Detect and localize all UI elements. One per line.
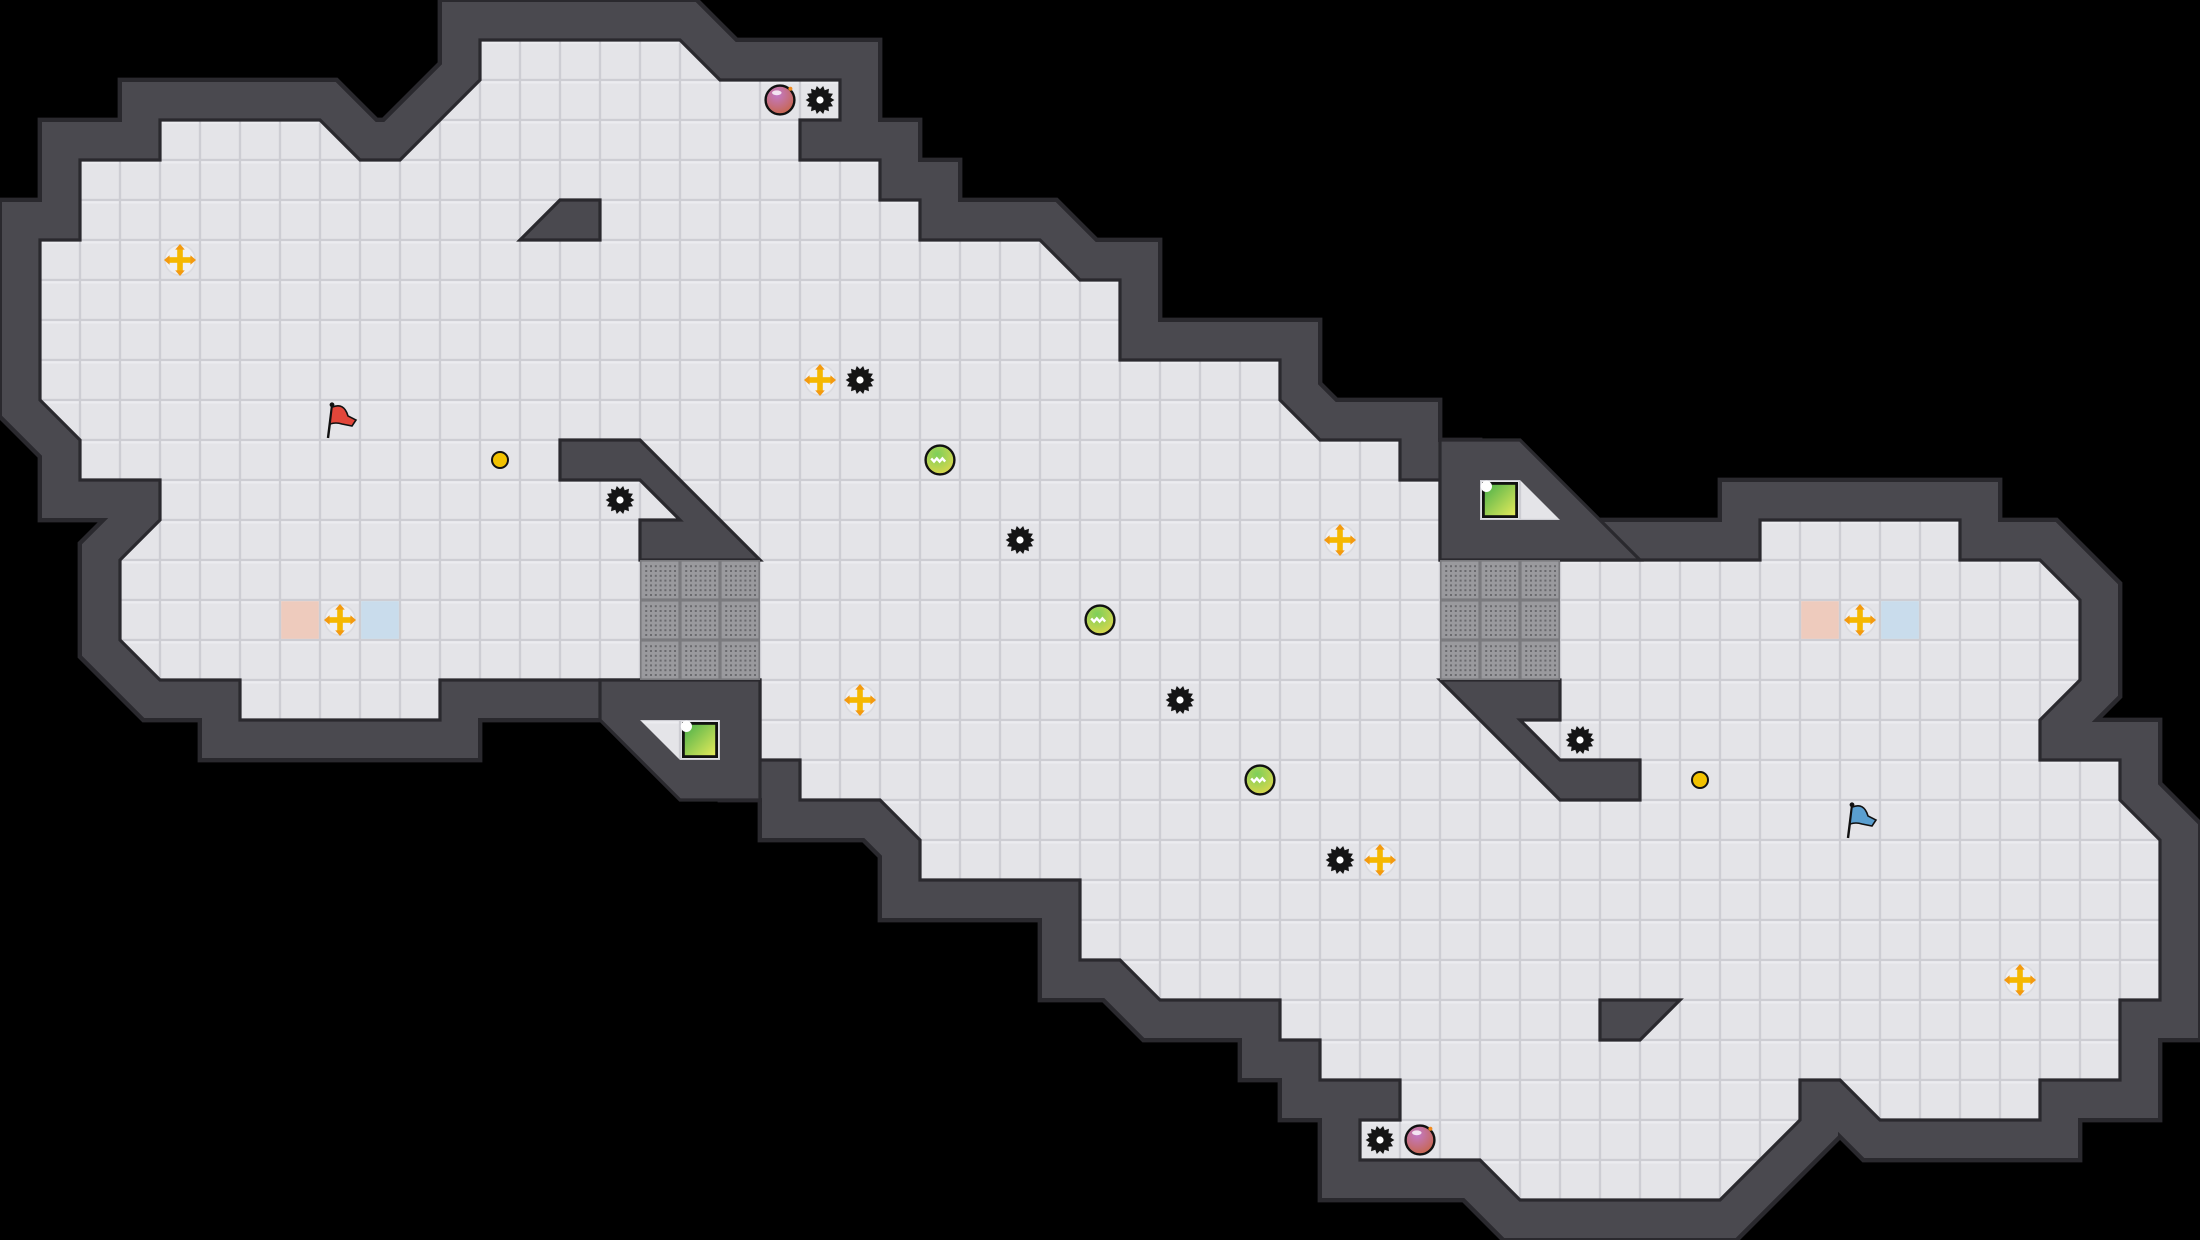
entities xyxy=(164,84,2036,1156)
wall-obstacle xyxy=(1598,998,1684,1042)
red-flag-icon xyxy=(326,402,358,439)
spike-icon xyxy=(805,85,835,115)
wall-obstacle xyxy=(516,198,602,242)
boost-icon xyxy=(324,604,356,636)
gate-tile xyxy=(1440,600,1480,640)
spike-icon xyxy=(1325,845,1355,875)
gate-tile xyxy=(1480,560,1520,600)
gate-tile xyxy=(720,640,760,680)
gate-tile xyxy=(1520,600,1560,640)
gate-tile xyxy=(640,600,680,640)
wall-obstacles xyxy=(516,198,1684,1042)
gate-tile xyxy=(720,600,760,640)
gate-tile xyxy=(680,560,720,600)
gate-tile xyxy=(1520,560,1560,600)
gate-tile xyxy=(1520,640,1560,680)
powerup-green-icon xyxy=(1084,604,1116,636)
boost-icon xyxy=(2004,964,2036,996)
gate-tile xyxy=(1480,640,1520,680)
gate-tile xyxy=(720,560,760,600)
gate-tile xyxy=(1480,600,1520,640)
boost-icon xyxy=(804,364,836,396)
spike-icon xyxy=(605,485,635,515)
boost-icon xyxy=(164,244,196,276)
powerup-green-icon xyxy=(924,444,956,476)
portal-icon xyxy=(1480,480,1518,518)
blue-endzone-tile xyxy=(1881,601,1919,639)
gate-tile xyxy=(680,600,720,640)
boost-icon xyxy=(1364,844,1396,876)
gate-tile xyxy=(1440,560,1480,600)
gate-tile xyxy=(640,560,680,600)
button-icon xyxy=(490,450,510,470)
boost-icon xyxy=(1324,524,1356,556)
powerup-green-icon xyxy=(1244,764,1276,796)
boost-icon xyxy=(1844,604,1876,636)
wall-obstacle xyxy=(558,438,764,562)
blue-flag-icon xyxy=(1846,802,1878,839)
spike-icon xyxy=(1005,525,1035,555)
spike-icon xyxy=(1365,1125,1395,1155)
red-endzone-tile xyxy=(281,601,319,639)
spike-icon xyxy=(1565,725,1595,755)
gate-tile xyxy=(680,640,720,680)
gate-tile xyxy=(640,640,680,680)
button-icon xyxy=(1690,770,1710,790)
powerup-purple-icon xyxy=(764,84,796,116)
special-tiles xyxy=(281,560,1919,680)
powerup-purple-icon xyxy=(1404,1124,1436,1156)
gate-tile xyxy=(1440,640,1480,680)
spike-icon xyxy=(1165,685,1195,715)
blue-endzone-tile xyxy=(361,601,399,639)
portal-icon xyxy=(680,720,718,758)
red-endzone-tile xyxy=(1801,601,1839,639)
wall-obstacle xyxy=(1436,678,1642,802)
spike-icon xyxy=(845,365,875,395)
boost-icon xyxy=(844,684,876,716)
